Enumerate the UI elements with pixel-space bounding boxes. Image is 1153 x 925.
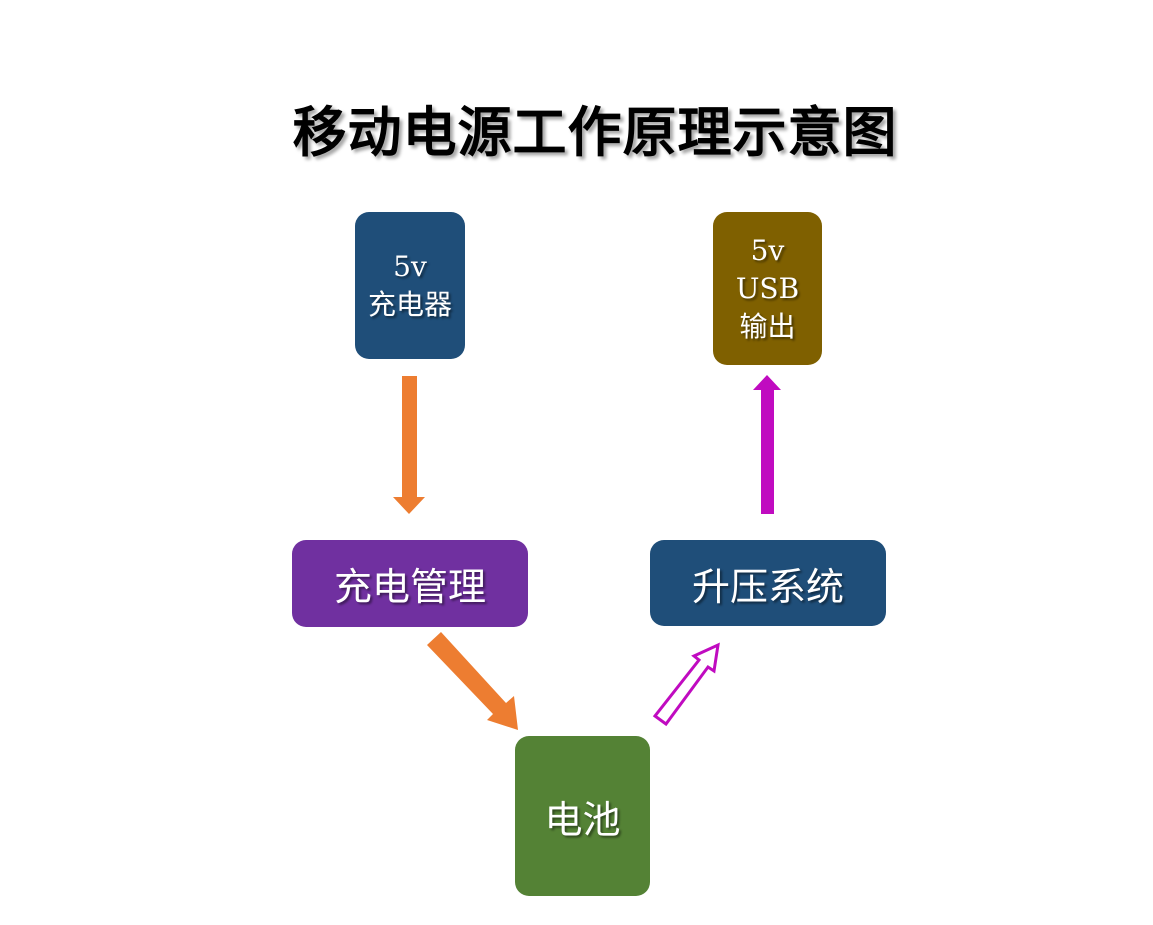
usb-output-voltage-label: 5v [750,233,785,267]
usb-output-node: 5v USB 输出 [713,212,822,365]
boost-system-node: 升压系统 [650,540,886,626]
charge-management-label: 充电管理 [333,565,486,609]
usb-output-label: 输出 [739,309,796,343]
page-title: 移动电源工作原理示意图 [292,101,898,164]
battery-label: 电池 [544,797,621,842]
battery-node: 电池 [515,736,650,896]
charge-management-node: 充电管理 [292,540,528,627]
usb-output-usb-label: USB [735,271,800,305]
charger-label: 充电器 [367,287,452,321]
battery-to-boost-arrow [652,642,720,727]
management-to-battery-arrow [427,632,518,730]
boost-system-label: 升压系统 [691,564,844,609]
charger-to-management-arrow [393,376,425,514]
charger-node: 5v 充电器 [355,212,465,359]
boost-to-usb-arrow [753,375,781,514]
charger-voltage-label: 5v [393,249,427,283]
